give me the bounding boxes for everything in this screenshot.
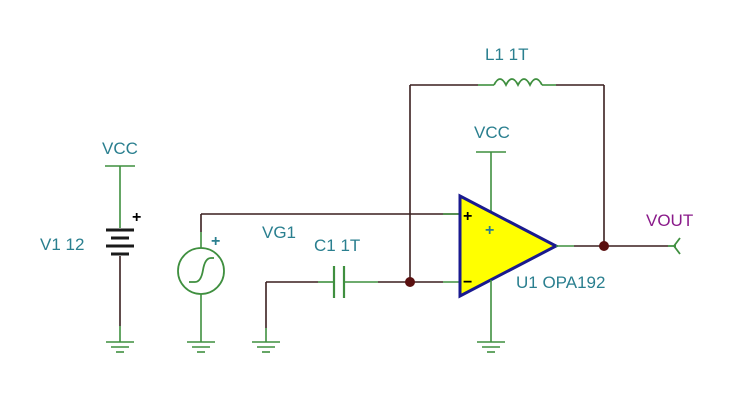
capacitor-c1: C1 1T <box>252 236 410 353</box>
opamp-icon <box>458 193 560 299</box>
junction-output-node <box>599 241 609 251</box>
capacitor-icon <box>332 266 346 298</box>
vout-label: VOUT <box>646 211 693 230</box>
signal-generator-vg1: + VG1 <box>177 213 460 353</box>
battery-v1: VCC + V1 12 <box>40 139 141 353</box>
ground-icon <box>477 341 505 353</box>
opamp-u1: VCC + + − U1 OPA192 <box>458 123 605 353</box>
vcc-label-left: VCC <box>102 139 138 158</box>
battery-label: V1 12 <box>40 235 84 254</box>
opamp-inv-sign: − <box>463 274 472 291</box>
vg1-label: VG1 <box>262 223 296 242</box>
inductor-icon <box>493 78 543 88</box>
feedback-inductor-l1: L1 1T <box>409 45 605 282</box>
opamp-label: U1 OPA192 <box>516 273 605 292</box>
output-terminal-icon <box>668 237 681 255</box>
capacitor-label: C1 1T <box>314 236 360 255</box>
ground-icon <box>252 341 280 353</box>
opamp-noninv-sign: + <box>463 208 472 225</box>
ground-icon <box>187 341 215 353</box>
battery-icon <box>106 228 134 256</box>
signal-generator-icon <box>177 247 225 295</box>
vcc-label-opamp: VCC <box>474 123 510 142</box>
battery-plus-sign: + <box>132 209 141 226</box>
junction-inv-node <box>405 277 415 287</box>
vg1-plus-sign: + <box>211 233 220 250</box>
ground-icon <box>106 341 134 353</box>
opamp-supply-plus: + <box>485 222 494 239</box>
inductor-label: L1 1T <box>485 45 528 64</box>
